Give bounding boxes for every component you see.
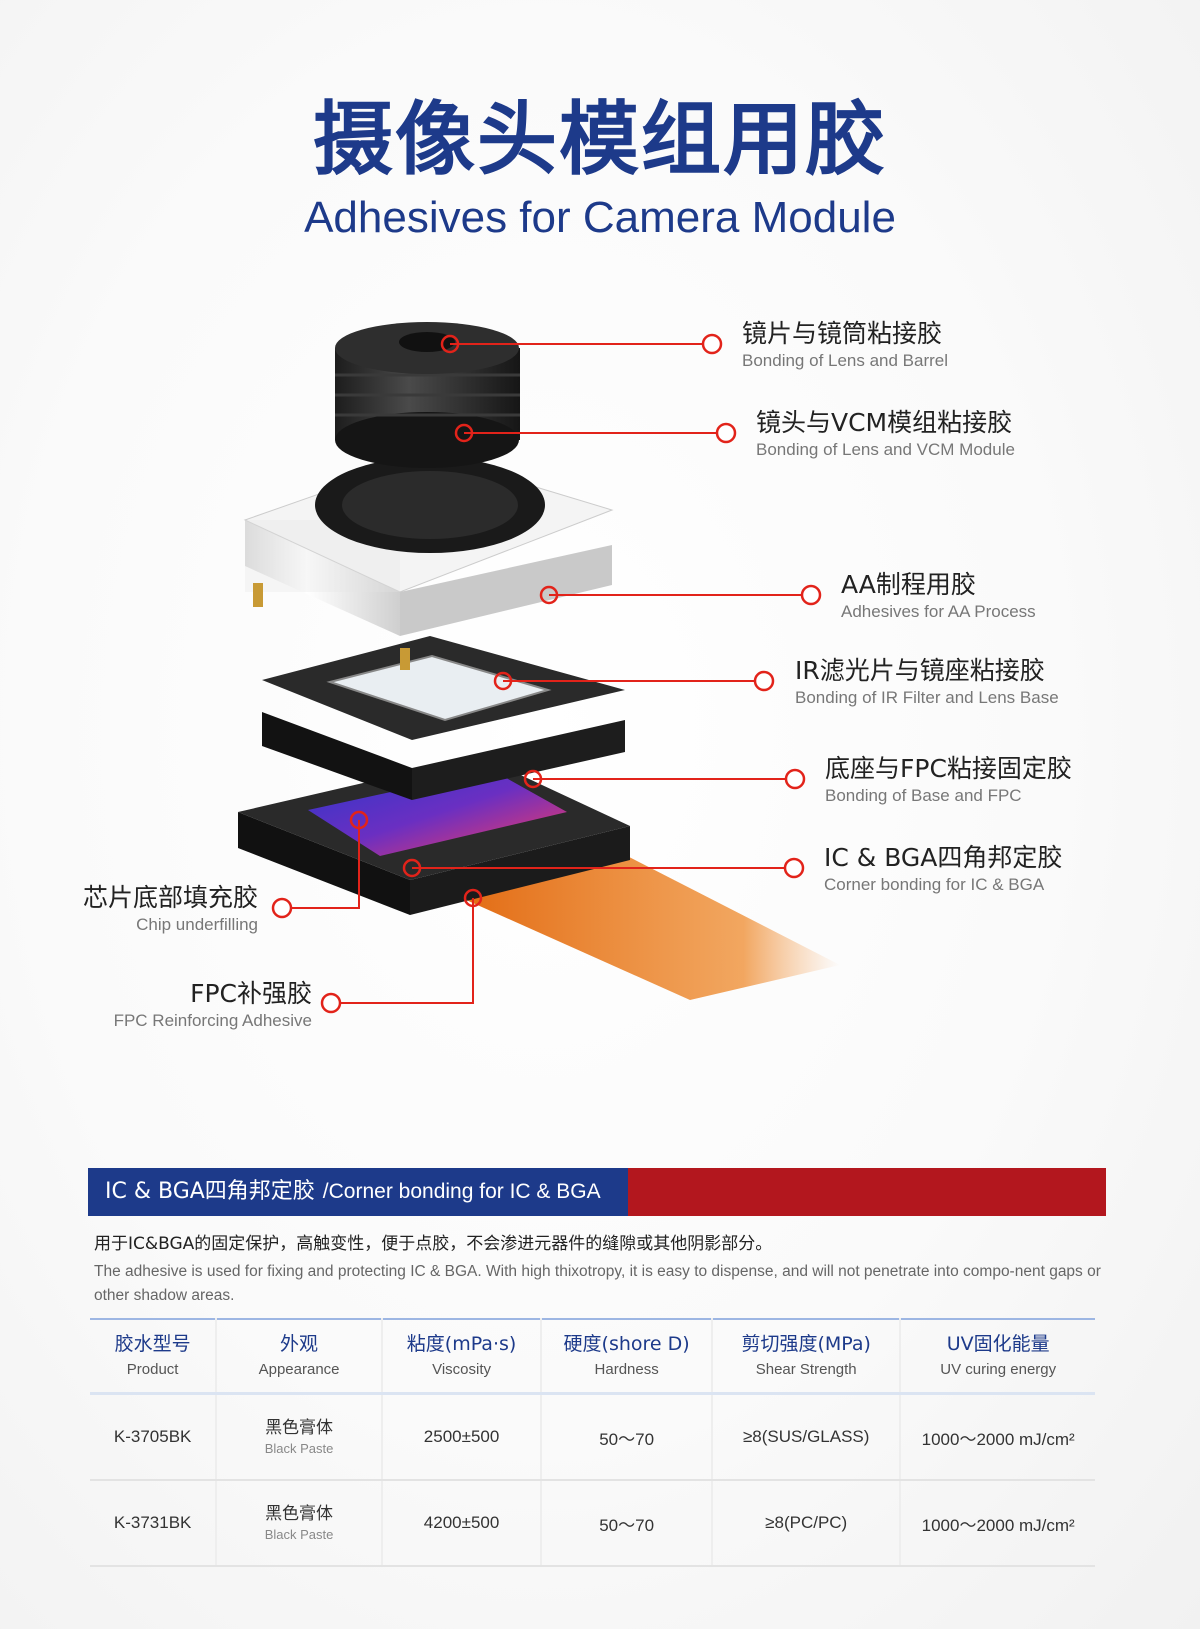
callout-lens-barrel: 镜片与镜筒粘接胶 Bonding of Lens and Barrel <box>742 318 948 372</box>
section-title-en: /Corner bonding for IC & BGA <box>322 1180 601 1203</box>
callout-ic-bga-en: Corner bonding for IC & BGA <box>824 875 1045 894</box>
ir-holder-side <box>262 712 412 800</box>
section-description-en: The adhesive is used for fixing and prot… <box>94 1263 1101 1304</box>
marker-lens-vcm-end <box>715 422 737 444</box>
cell-viscosity: 2500±500 <box>380 1393 542 1481</box>
callout-base-fpc-cn: 底座与FPC粘接固定胶 <box>825 754 1072 783</box>
marker-lens-barrel-end <box>701 333 723 355</box>
callout-ic-bga-cn: IC & BGA四角邦定胶 <box>824 843 1063 872</box>
callout-aa-process-cn: AA制程用胶 <box>841 570 976 599</box>
callout-fpc-reinforce-en: FPC Reinforcing Adhesive <box>113 1011 312 1030</box>
callout-base-fpc: 底座与FPC粘接固定胶 Bonding of Base and FPC <box>825 753 1072 807</box>
callout-base-fpc-en: Bonding of Base and FPC <box>825 786 1022 805</box>
cell-shear: ≥8(SUS/GLASS) <box>711 1393 901 1481</box>
marker-ic-end <box>783 857 805 879</box>
callout-fpc-reinforce: FPC补强胶 FPC Reinforcing Adhesive <box>114 978 312 1032</box>
vcm-pin <box>253 583 263 607</box>
section-header-blue <box>88 1168 628 1216</box>
callout-ir-filter-cn: IR滤光片与镜座粘接胶 <box>795 656 1045 685</box>
col-hardness: 硬度(shore D)Hardness <box>540 1319 713 1394</box>
callout-ir-filter-en: Bonding of IR Filter and Lens Base <box>795 688 1059 707</box>
cell-product: K-3705BK <box>90 1393 217 1481</box>
marker-lens-vcm <box>454 423 474 443</box>
marker-ir-end <box>753 670 775 692</box>
callout-ic-bga: IC & BGA四角邦定胶 Corner bonding for IC & BG… <box>824 842 1062 896</box>
marker-lens-barrel <box>440 334 460 354</box>
marker-aa <box>539 585 559 605</box>
section-title-cn: IC & BGA四角邦定胶 <box>105 1179 315 1204</box>
fpc-ribbon <box>455 842 840 1000</box>
cell-hardness: 50～70 <box>540 1393 713 1481</box>
base-board-side-right <box>410 826 630 915</box>
ir-filter-glass <box>326 654 552 722</box>
marker-base-end <box>784 768 806 790</box>
image-sensor <box>308 770 567 856</box>
camera-module-diagram <box>238 322 840 1014</box>
vcm-side-left <box>245 520 400 636</box>
cell-product: K-3731BK <box>90 1480 217 1567</box>
page-title-en: Adhesives for Camera Module <box>304 193 896 242</box>
col-shear: 剪切强度(MPa)Shear Strength <box>711 1319 901 1394</box>
page-title-cn: 摄像头模组用胶 <box>313 93 887 186</box>
callout-lens-vcm: 镜头与VCM模组粘接胶 Bonding of Lens and VCM Modu… <box>756 407 1015 461</box>
callout-chip-underfill-cn: 芯片底部填充胶 <box>82 883 258 912</box>
marker-ic <box>402 858 422 878</box>
marker-aa-end <box>800 584 822 606</box>
callout-fpc-reinforce-cn: FPC补强胶 <box>190 979 312 1008</box>
marker-underfill-end <box>271 897 293 919</box>
marker-ir <box>493 671 513 691</box>
cell-hardness: 50～70 <box>540 1480 713 1567</box>
section-description-cn: 用于IC&BGA的固定保护，高触变性，便于点胶，不会渗进元器件的缝隙或其他阴影部… <box>94 1234 773 1254</box>
callout-aa-process-en: Adhesives for AA Process <box>841 602 1036 621</box>
cell-uv: 1000～2000 mJ/cm² <box>899 1393 1095 1481</box>
callout-aa-process: AA制程用胶 Adhesives for AA Process <box>841 569 1036 623</box>
col-viscosity: 粘度(mPa·s)Viscosity <box>380 1319 542 1394</box>
ir-holder-side-right <box>412 720 625 800</box>
cell-uv: 1000～2000 mJ/cm² <box>899 1480 1095 1567</box>
callout-lens-vcm-en: Bonding of Lens and VCM Module <box>756 440 1015 459</box>
cell-shear: ≥8(PC/PC) <box>711 1480 901 1567</box>
cell-viscosity: 4200±500 <box>380 1480 542 1567</box>
callout-lens-barrel-cn: 镜片与镜筒粘接胶 <box>742 319 943 348</box>
marker-fpc-end <box>320 992 342 1014</box>
vcm-side-right <box>400 545 612 636</box>
section-title: IC & BGA四角邦定胶/Corner bonding for IC & BG… <box>105 1172 601 1212</box>
callout-lens-vcm-cn: 镜头与VCM模组粘接胶 <box>756 408 1013 437</box>
marker-base <box>523 769 543 789</box>
marker-fpc <box>463 888 483 908</box>
callout-lens-barrel-en: Bonding of Lens and Barrel <box>742 351 949 370</box>
callout-chip-underfill-en: Chip underfilling <box>136 915 258 934</box>
marker-underfill <box>349 810 369 830</box>
callout-ir-filter: IR滤光片与镜座粘接胶 Bonding of IR Filter and Len… <box>795 655 1059 709</box>
base-board-side <box>238 812 410 915</box>
callout-chip-underfill: 芯片底部填充胶 Chip underfilling <box>83 882 258 936</box>
